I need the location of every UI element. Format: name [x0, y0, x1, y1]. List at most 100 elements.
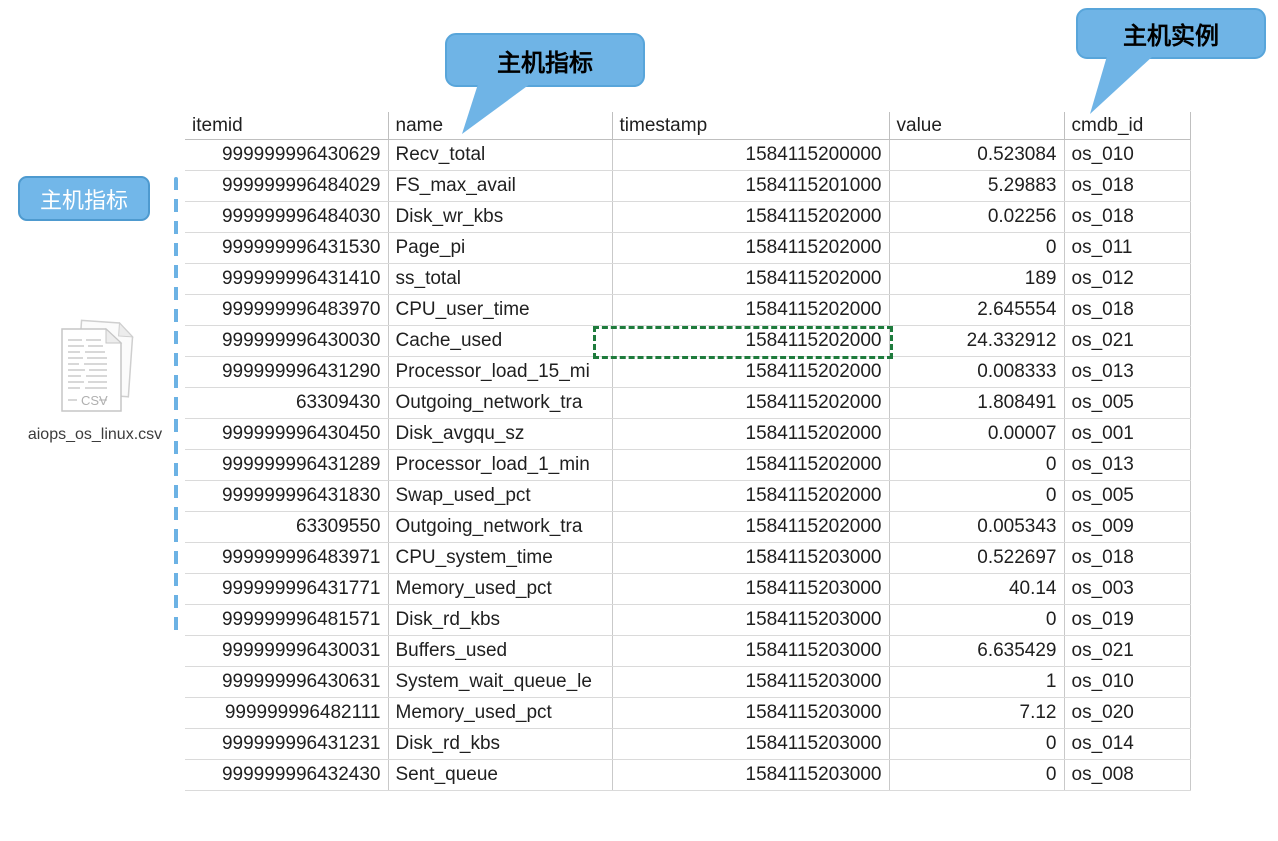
- cell-value[interactable]: 0: [889, 728, 1065, 760]
- header-cmdb-id[interactable]: cmdb_id: [1064, 112, 1191, 140]
- cell-cmdb_id[interactable]: os_019: [1064, 604, 1191, 636]
- cell-itemid[interactable]: 999999996483971: [185, 542, 389, 574]
- cell-cmdb_id[interactable]: os_014: [1064, 728, 1191, 760]
- cell-timestamp[interactable]: 1584115203000: [612, 573, 890, 605]
- cell-cmdb_id[interactable]: os_021: [1064, 325, 1191, 357]
- cell-cmdb_id[interactable]: os_012: [1064, 263, 1191, 295]
- cell-cmdb_id[interactable]: os_005: [1064, 387, 1191, 419]
- cell-timestamp[interactable]: 1584115203000: [612, 728, 890, 760]
- cell-itemid[interactable]: 999999996430629: [185, 139, 389, 171]
- cell-timestamp[interactable]: 1584115202000: [612, 263, 890, 295]
- cell-itemid[interactable]: 999999996431830: [185, 480, 389, 512]
- cell-value[interactable]: 189: [889, 263, 1065, 295]
- cell-timestamp[interactable]: 1584115203000: [612, 666, 890, 698]
- cell-timestamp[interactable]: 1584115202000: [612, 232, 890, 264]
- cell-name[interactable]: System_wait_queue_le: [388, 666, 613, 698]
- cell-name[interactable]: ss_total: [388, 263, 613, 295]
- cell-timestamp[interactable]: 1584115202000: [612, 356, 890, 388]
- cell-cmdb_id[interactable]: os_018: [1064, 542, 1191, 574]
- cell-name[interactable]: Cache_used: [388, 325, 613, 357]
- csv-file-widget[interactable]: CSV aiops_os_linux.csv: [6, 318, 184, 444]
- cell-name[interactable]: Recv_total: [388, 139, 613, 171]
- cell-value[interactable]: 2.645554: [889, 294, 1065, 326]
- cell-timestamp[interactable]: 1584115202000: [612, 294, 890, 326]
- cell-cmdb_id[interactable]: os_011: [1064, 232, 1191, 264]
- cell-value[interactable]: 0.523084: [889, 139, 1065, 171]
- cell-cmdb_id[interactable]: os_005: [1064, 480, 1191, 512]
- cell-itemid[interactable]: 999999996482111: [185, 697, 389, 729]
- cell-cmdb_id[interactable]: os_009: [1064, 511, 1191, 543]
- header-itemid[interactable]: itemid: [185, 112, 389, 140]
- cell-value[interactable]: 0.008333: [889, 356, 1065, 388]
- cell-timestamp[interactable]: 1584115202000: [612, 325, 890, 357]
- cell-cmdb_id[interactable]: os_001: [1064, 418, 1191, 450]
- cell-value[interactable]: 1.808491: [889, 387, 1065, 419]
- cell-itemid[interactable]: 999999996484029: [185, 170, 389, 202]
- cell-itemid[interactable]: 999999996431771: [185, 573, 389, 605]
- cell-name[interactable]: Disk_avgqu_sz: [388, 418, 613, 450]
- cell-itemid[interactable]: 999999996432430: [185, 759, 389, 791]
- cell-value[interactable]: 6.635429: [889, 635, 1065, 667]
- cell-itemid[interactable]: 999999996484030: [185, 201, 389, 233]
- cell-value[interactable]: 0: [889, 759, 1065, 791]
- cell-cmdb_id[interactable]: os_013: [1064, 449, 1191, 481]
- cell-cmdb_id[interactable]: os_020: [1064, 697, 1191, 729]
- cell-name[interactable]: FS_max_avail: [388, 170, 613, 202]
- cell-cmdb_id[interactable]: os_013: [1064, 356, 1191, 388]
- cell-cmdb_id[interactable]: os_018: [1064, 294, 1191, 326]
- cell-name[interactable]: Processor_load_1_min: [388, 449, 613, 481]
- header-timestamp[interactable]: timestamp: [612, 112, 890, 140]
- cell-value[interactable]: 1: [889, 666, 1065, 698]
- header-name[interactable]: name: [388, 112, 613, 140]
- cell-value[interactable]: 0: [889, 604, 1065, 636]
- cell-timestamp[interactable]: 1584115203000: [612, 697, 890, 729]
- cell-timestamp[interactable]: 1584115203000: [612, 542, 890, 574]
- cell-itemid[interactable]: 999999996431410: [185, 263, 389, 295]
- cell-name[interactable]: Swap_used_pct: [388, 480, 613, 512]
- cell-name[interactable]: CPU_user_time: [388, 294, 613, 326]
- cell-value[interactable]: 24.332912: [889, 325, 1065, 357]
- cell-itemid[interactable]: 999999996431530: [185, 232, 389, 264]
- header-value[interactable]: value: [889, 112, 1065, 140]
- cell-name[interactable]: Memory_used_pct: [388, 573, 613, 605]
- cell-timestamp[interactable]: 1584115200000: [612, 139, 890, 171]
- selected-cell-marquee[interactable]: [593, 326, 893, 359]
- cell-timestamp[interactable]: 1584115201000: [612, 170, 890, 202]
- cell-name[interactable]: Disk_rd_kbs: [388, 604, 613, 636]
- cell-itemid[interactable]: 999999996430450: [185, 418, 389, 450]
- cell-name[interactable]: Outgoing_network_tra: [388, 387, 613, 419]
- cell-name[interactable]: Disk_wr_kbs: [388, 201, 613, 233]
- cell-itemid[interactable]: 999999996430030: [185, 325, 389, 357]
- cell-itemid[interactable]: 999999996431290: [185, 356, 389, 388]
- cell-itemid[interactable]: 63309430: [185, 387, 389, 419]
- cell-name[interactable]: Page_pi: [388, 232, 613, 264]
- cell-value[interactable]: 0.522697: [889, 542, 1065, 574]
- cell-value[interactable]: 40.14: [889, 573, 1065, 605]
- cell-value[interactable]: 0.005343: [889, 511, 1065, 543]
- cell-name[interactable]: Processor_load_15_mi: [388, 356, 613, 388]
- cell-cmdb_id[interactable]: os_018: [1064, 170, 1191, 202]
- cell-timestamp[interactable]: 1584115202000: [612, 480, 890, 512]
- cell-cmdb_id[interactable]: os_021: [1064, 635, 1191, 667]
- cell-cmdb_id[interactable]: os_010: [1064, 666, 1191, 698]
- cell-itemid[interactable]: 999999996431231: [185, 728, 389, 760]
- cell-timestamp[interactable]: 1584115202000: [612, 418, 890, 450]
- cell-itemid[interactable]: 999999996430031: [185, 635, 389, 667]
- cell-itemid[interactable]: 63309550: [185, 511, 389, 543]
- cell-name[interactable]: CPU_system_time: [388, 542, 613, 574]
- cell-value[interactable]: 0: [889, 232, 1065, 264]
- cell-timestamp[interactable]: 1584115202000: [612, 201, 890, 233]
- cell-timestamp[interactable]: 1584115202000: [612, 387, 890, 419]
- cell-name[interactable]: Buffers_used: [388, 635, 613, 667]
- cell-itemid[interactable]: 999999996481571: [185, 604, 389, 636]
- cell-value[interactable]: 0.00007: [889, 418, 1065, 450]
- cell-timestamp[interactable]: 1584115202000: [612, 511, 890, 543]
- cell-timestamp[interactable]: 1584115203000: [612, 759, 890, 791]
- cell-value[interactable]: 7.12: [889, 697, 1065, 729]
- cell-name[interactable]: Sent_queue: [388, 759, 613, 791]
- cell-value[interactable]: 5.29883: [889, 170, 1065, 202]
- cell-name[interactable]: Outgoing_network_tra: [388, 511, 613, 543]
- cell-itemid[interactable]: 999999996483970: [185, 294, 389, 326]
- cell-name[interactable]: Memory_used_pct: [388, 697, 613, 729]
- cell-value[interactable]: 0: [889, 449, 1065, 481]
